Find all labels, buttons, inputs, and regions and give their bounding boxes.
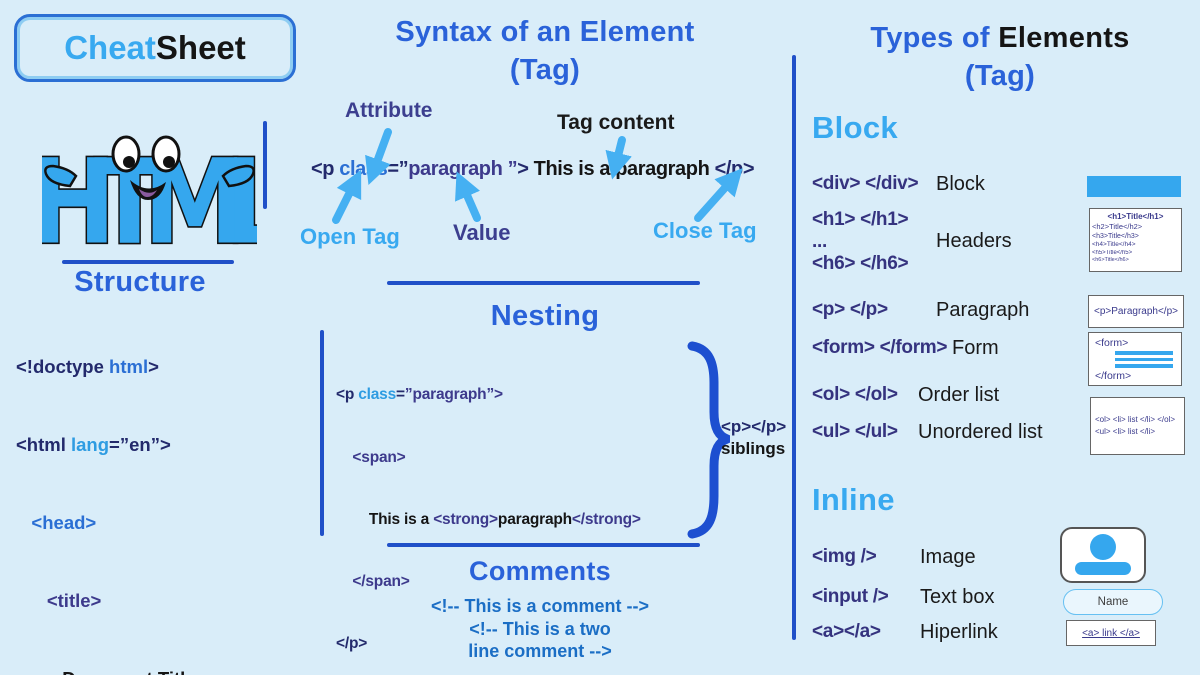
mascot-face xyxy=(111,135,181,200)
image-label: Image xyxy=(920,546,976,568)
html-mascot-illustration: HTML xyxy=(42,134,257,268)
link-example-box: <a> link </a> xyxy=(1066,620,1156,646)
form-example-box: <form> </form> xyxy=(1088,332,1182,386)
tag-content-label: Tag content xyxy=(557,111,675,134)
avatar-icon xyxy=(1090,534,1116,560)
p-tag-code: <p> </p> xyxy=(812,299,888,320)
name-input-example: Name xyxy=(1063,589,1163,615)
code-line: <head> xyxy=(16,512,97,533)
tag-content-arrow-icon xyxy=(605,136,632,180)
open-tag-label: Open Tag xyxy=(300,224,400,249)
comments-heading: Comments xyxy=(469,556,611,586)
annotation-arrows xyxy=(332,128,743,224)
div-tag-label: Block xyxy=(936,173,985,195)
block-section-heading: Block xyxy=(812,110,898,145)
syntax-heading: Syntax of an Element xyxy=(395,16,695,48)
text-box-label: Text box xyxy=(920,586,995,608)
avatar-icon-body xyxy=(1075,562,1131,575)
link-example-code: <a> link </a> xyxy=(1082,627,1140,639)
image-example-box xyxy=(1060,527,1146,583)
h1-example: <h1>Title</h1> xyxy=(1107,212,1164,221)
code-line: <!doctype html> xyxy=(16,356,159,377)
code-line: This is a <strong>paragraph</strong> xyxy=(336,510,641,528)
close-tag-label: Close Tag xyxy=(653,218,757,243)
h4-example: <h4>Title</h4> xyxy=(1092,241,1136,249)
h1-tag-code: <h1> </h1> xyxy=(812,209,909,230)
types-heading-accent: Types of xyxy=(870,22,999,54)
headers-example-box: <h1>Title</h1> <h2>Title</h2> <h3>Title<… xyxy=(1089,208,1182,272)
comment-line: <!-- This is a two xyxy=(469,619,611,639)
nesting-left-divider xyxy=(320,330,324,536)
headers-ellipsis: ... xyxy=(812,231,827,252)
comments-top-rule xyxy=(387,543,700,547)
order-list-label: Order list xyxy=(918,384,1000,406)
code-line: <html lang=”en”> xyxy=(16,434,171,455)
nesting-heading: Nesting xyxy=(490,300,600,332)
code-line: </p> xyxy=(336,634,368,652)
list-example-box: <ol> <li> list </li> </ol> <ul> <li> lis… xyxy=(1090,397,1185,455)
code-line: <p class=”paragraph”> xyxy=(336,386,503,404)
a-tag-code: <a></a> xyxy=(812,621,881,642)
siblings-code: <p></p> xyxy=(721,417,787,436)
structure-heading: Structure xyxy=(74,266,206,298)
structure-code-block: <!doctype html> <html lang=”en”> <head> … xyxy=(16,302,251,675)
nesting-top-rule xyxy=(387,281,700,285)
cheat-sheet-title-accent: Cheat xyxy=(64,29,156,66)
cheat-sheet-title-box: Cheat Sheet xyxy=(14,14,296,82)
attribute-label: Attribute xyxy=(345,99,433,122)
paragraph-example-box: <p>Paragraph</p> xyxy=(1088,295,1184,328)
hyperlink-label: Hiperlink xyxy=(920,621,998,643)
types-heading: Types of Elements xyxy=(810,22,1190,55)
siblings-label: siblings xyxy=(721,439,786,458)
types-heading-rest: Elements xyxy=(998,22,1130,54)
mascot-arms xyxy=(44,164,255,188)
value-arrow-icon xyxy=(455,171,481,222)
img-tag-code: <img /> xyxy=(812,546,877,567)
div-tag-code: <div> </div> xyxy=(812,173,919,194)
svg-text:HTML: HTML xyxy=(42,136,257,268)
block-example-bar xyxy=(1087,176,1181,197)
syntax-heading-tag: (Tag) xyxy=(509,54,581,86)
code-line: Document Title xyxy=(16,666,251,675)
ul-example: <ul> <li> list </li> xyxy=(1095,427,1156,436)
attribute-arrow-icon xyxy=(365,128,392,186)
code-line: </span> xyxy=(336,572,410,590)
mascot-right-divider xyxy=(263,121,267,209)
form-tag-code: <form> </form> xyxy=(812,337,948,358)
ul-tag-code: <ul> </ul> xyxy=(812,421,898,442)
form-fields-icon xyxy=(1095,349,1175,370)
types-left-divider xyxy=(792,55,796,640)
cheat-sheet-title-rest: Sheet xyxy=(155,29,246,66)
structure-top-rule xyxy=(62,260,234,264)
unordered-list-label: Unordered list xyxy=(918,421,1043,443)
ol-tag-code: <ol> </ol> xyxy=(812,384,898,405)
h5-example: <h5>Title</h5> xyxy=(1092,249,1133,256)
types-heading-tag: (Tag) xyxy=(964,60,1036,92)
comment-line: line comment --> xyxy=(468,641,612,661)
input-tag-code: <input /> xyxy=(812,586,889,607)
h3-example: <h3>Title</h3> xyxy=(1092,233,1139,241)
headers-label: Headers xyxy=(936,230,1012,252)
h6-tag-code: <h6> </h6> xyxy=(812,253,909,274)
value-label: Value xyxy=(453,220,511,245)
code-line: <title> xyxy=(16,590,102,611)
code-line: <span> xyxy=(336,448,406,466)
form-close-code: </form> xyxy=(1095,369,1132,382)
siblings-brace-icon xyxy=(687,341,730,539)
ol-example: <ol> <li> list </li> </ol> xyxy=(1095,415,1176,424)
comment-line: <!-- This is a comment --> xyxy=(430,596,650,616)
open-tag-arrow-icon xyxy=(332,169,362,224)
form-label: Form xyxy=(952,337,999,359)
h6-example: <h6>Title</h6> xyxy=(1092,257,1129,264)
form-open-code: <form> xyxy=(1095,337,1129,349)
h2-example: <h2>Title</h2> xyxy=(1092,222,1143,232)
close-tag-arrow-icon xyxy=(694,168,743,222)
inline-section-heading: Inline xyxy=(812,482,895,517)
paragraph-label: Paragraph xyxy=(936,299,1030,321)
nesting-code-block: <p class=”paragraph”> <span> This is a <… xyxy=(336,344,658,675)
